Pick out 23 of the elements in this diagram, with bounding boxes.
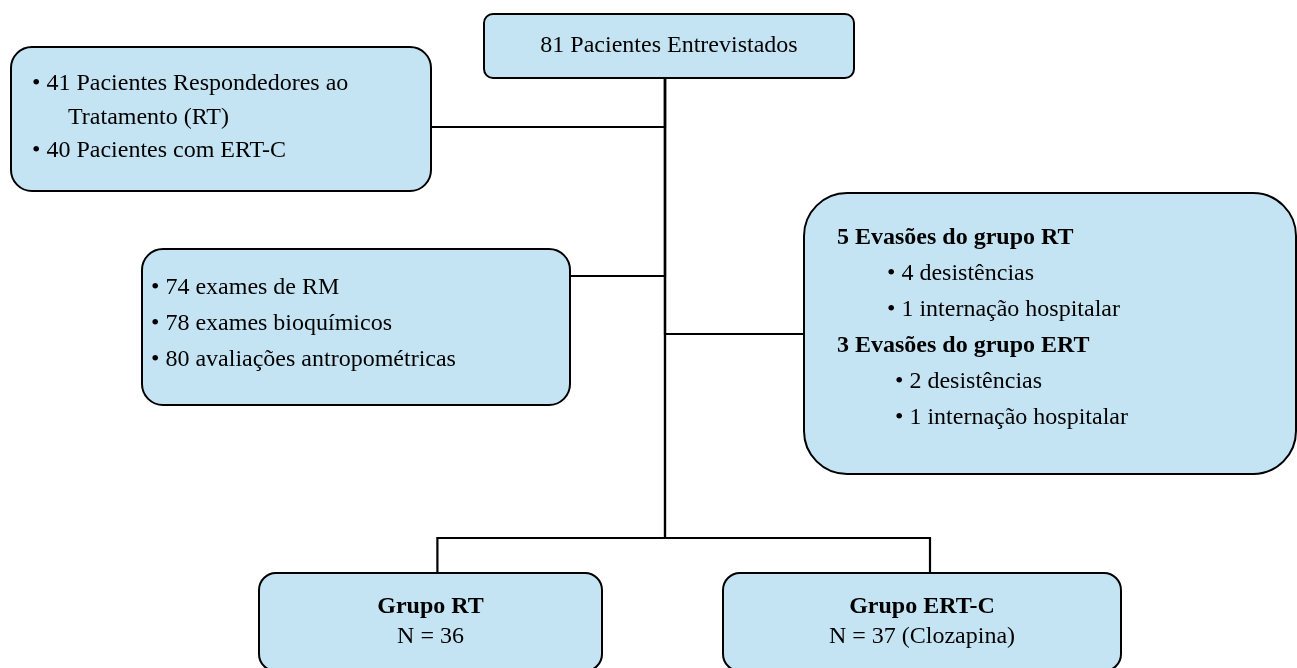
group-count: N = 36	[397, 621, 464, 650]
info-box	[258, 572, 603, 668]
info-box	[10, 46, 432, 192]
bullet-item: • 2 desistências	[895, 366, 1043, 395]
bullet-item: • 4 desistências	[887, 258, 1035, 287]
info-box	[722, 572, 1122, 668]
bullet-item: • 1 internação hospitalar	[895, 402, 1128, 431]
group-count: N = 37 (Clozapina)	[828, 621, 1016, 650]
bullet-item: • 40 Pacientes com ERT-C	[32, 135, 288, 165]
bullet-item: • 78 exames bioquímicos	[151, 308, 393, 337]
group-title: Grupo RT	[377, 591, 484, 620]
start-box	[483, 13, 855, 79]
connector-line	[663, 79, 932, 572]
group-heading: 5 Evasões do grupo RT	[837, 222, 1074, 251]
group-heading: 3 Evasões do grupo ERT	[837, 330, 1090, 359]
info-box	[803, 192, 1297, 475]
bullet-item: • 74 exames de RM	[151, 272, 340, 301]
bullet-item: • 80 avaliações antropométricas	[151, 344, 456, 373]
group-title: Grupo ERT-C	[849, 591, 995, 620]
bullet-item: • 1 internação hospitalar	[887, 294, 1120, 323]
box-text: 81 Pacientes Entrevistados	[539, 30, 799, 59]
bullet-item: • 41 Pacientes Respondedores ao Tratamento (RT)	[32, 68, 350, 131]
info-box	[141, 248, 571, 406]
